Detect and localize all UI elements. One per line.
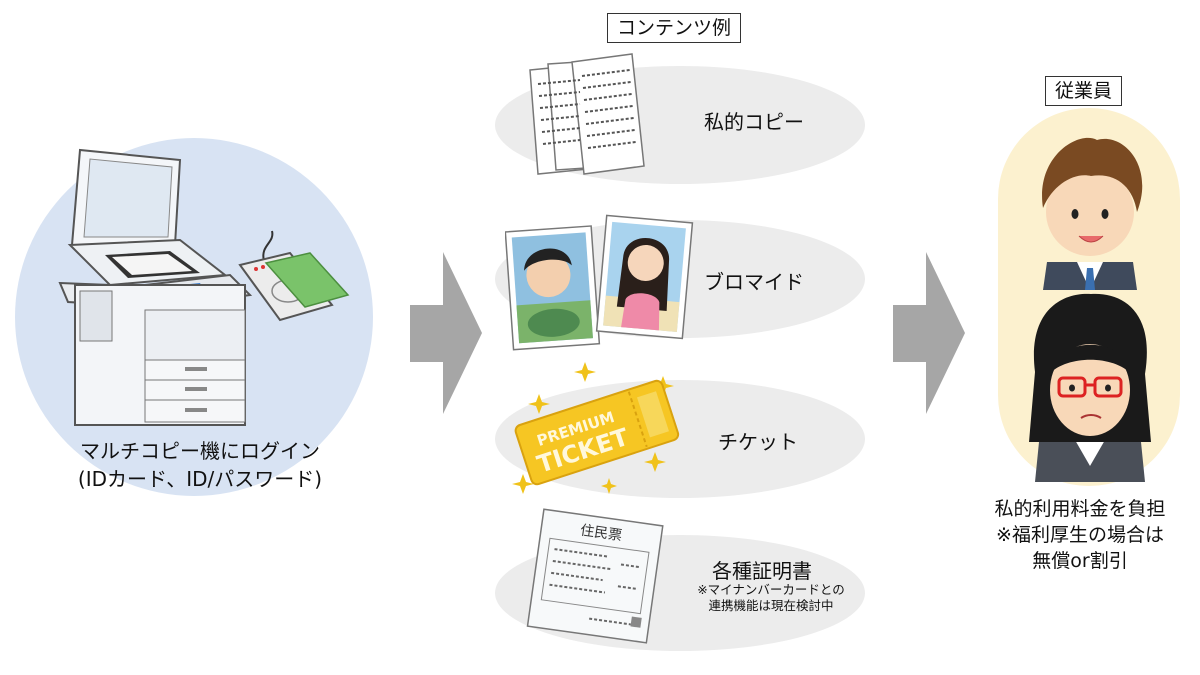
certificate-label: 各種証明書 [712, 559, 812, 583]
premium-ticket-illustration: PREMIUM TICKET [512, 362, 680, 494]
document-pages-illustration [529, 53, 645, 175]
bromide-label: ブロマイド [704, 270, 804, 294]
certificate-note-line1: ※マイナンバーカードとの [697, 582, 845, 597]
employee-title: 従業員 [1045, 76, 1123, 106]
bromide-photos-illustration [505, 214, 694, 351]
employee-text-line3: 無償or割引 [1032, 550, 1128, 572]
certificate-note-line2: 連携機能は現在検討中 [708, 598, 834, 613]
login-caption-line2: (IDカード、ID/パスワード) [77, 467, 323, 491]
login-caption-line1: マルチコピー機にログイン [80, 439, 320, 463]
contents-title: コンテンツ例 [607, 13, 742, 43]
employee-text-line1: 私的利用料金を負担 [994, 498, 1166, 520]
arrow-right-icon-2 [893, 252, 965, 414]
arrow-right-icon [410, 252, 482, 414]
resident-certificate-illustration: 住民票 [526, 508, 664, 644]
employee-text-line2: ※福利厚生の場合は [996, 524, 1164, 546]
private-copy-label: 私的コピー [704, 110, 804, 134]
multifunction-copier-illustration [58, 148, 350, 426]
certificate-title-text: 住民票 [579, 523, 623, 545]
ticket-label: チケット [718, 430, 798, 454]
employees-illustration [1029, 137, 1151, 482]
